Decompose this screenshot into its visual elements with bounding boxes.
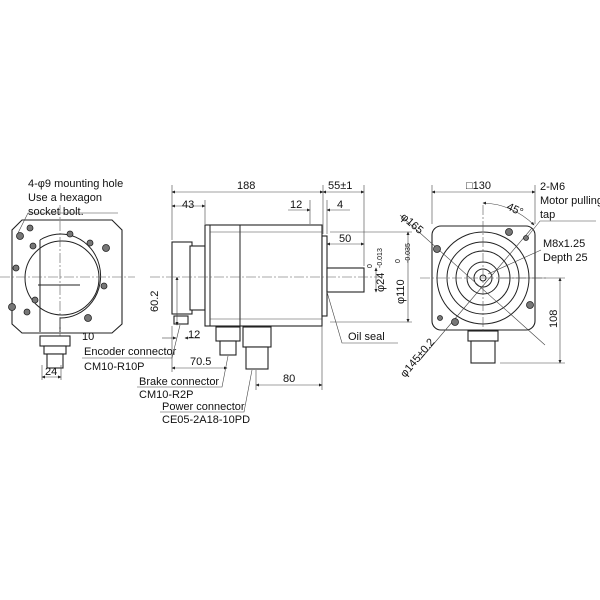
dim-12-bottom: 12	[188, 329, 200, 341]
encoder-connector-model: CM10-R10P	[84, 361, 145, 373]
dim-shaft-tol-upper: 0	[367, 264, 374, 268]
dim-50: 50	[339, 233, 351, 245]
dim-24: 24	[45, 366, 57, 378]
thread-label: M8x1.25	[543, 238, 585, 250]
power-connector-label: Power connector	[162, 401, 245, 413]
tap-label-3: tap	[540, 209, 555, 221]
mounting-hole-label-3: socket bolt.	[28, 206, 84, 218]
mounting-holes	[8, 224, 110, 322]
side-view: 188 55±1 43 12 4 50 φ24 0 -0.013 φ110 0 …	[137, 180, 412, 426]
dim-108: 108	[548, 310, 560, 328]
oil-seal-label: Oil seal	[348, 331, 385, 343]
angle-45: 45°	[505, 201, 525, 219]
dim-188: 188	[237, 180, 255, 192]
rear-view: 4-φ9 mounting hole Use a hexagon socket …	[0, 178, 181, 380]
dim-square-130: □130	[466, 180, 491, 192]
power-connector-model: CE05-2A18-10PD	[162, 414, 250, 426]
dim-spigot-tol-upper: 0	[395, 259, 402, 263]
brake-connector-model: CM10-R2P	[139, 389, 193, 401]
dim-4: 4	[337, 199, 343, 211]
dim-70-5: 70.5	[190, 356, 211, 368]
brake-connector-label: Brake connector	[139, 376, 219, 388]
thread-label-2: Depth 25	[543, 252, 588, 264]
mounting-hole-label-2: Use a hexagon	[28, 192, 102, 204]
dim-12-top: 12	[290, 199, 302, 211]
dim-shaft-tol-lower: -0.013	[377, 248, 384, 268]
dim-55: 55±1	[328, 180, 352, 192]
dim-80: 80	[283, 373, 295, 385]
dim-spigot-tol-lower: -0.035	[405, 243, 412, 263]
dim-60-2: 60.2	[149, 291, 161, 312]
dim-10: 10	[82, 331, 94, 343]
front-view: □130 2-M6 Motor pulling tap 45° φ165 M8x…	[398, 180, 600, 380]
dim-165: φ165	[398, 211, 425, 237]
dim-spigot-diameter: φ110	[395, 279, 407, 304]
dim-43: 43	[182, 199, 194, 211]
dim-shaft-diameter: φ24	[375, 273, 387, 292]
encoder-connector-label: Encoder connector	[84, 346, 177, 358]
tap-label-2: Motor pulling	[540, 195, 600, 207]
dim-145: φ145±0.2	[398, 336, 437, 380]
mounting-hole-label: 4-φ9 mounting hole	[28, 178, 123, 190]
tap-label: 2-M6	[540, 181, 565, 193]
